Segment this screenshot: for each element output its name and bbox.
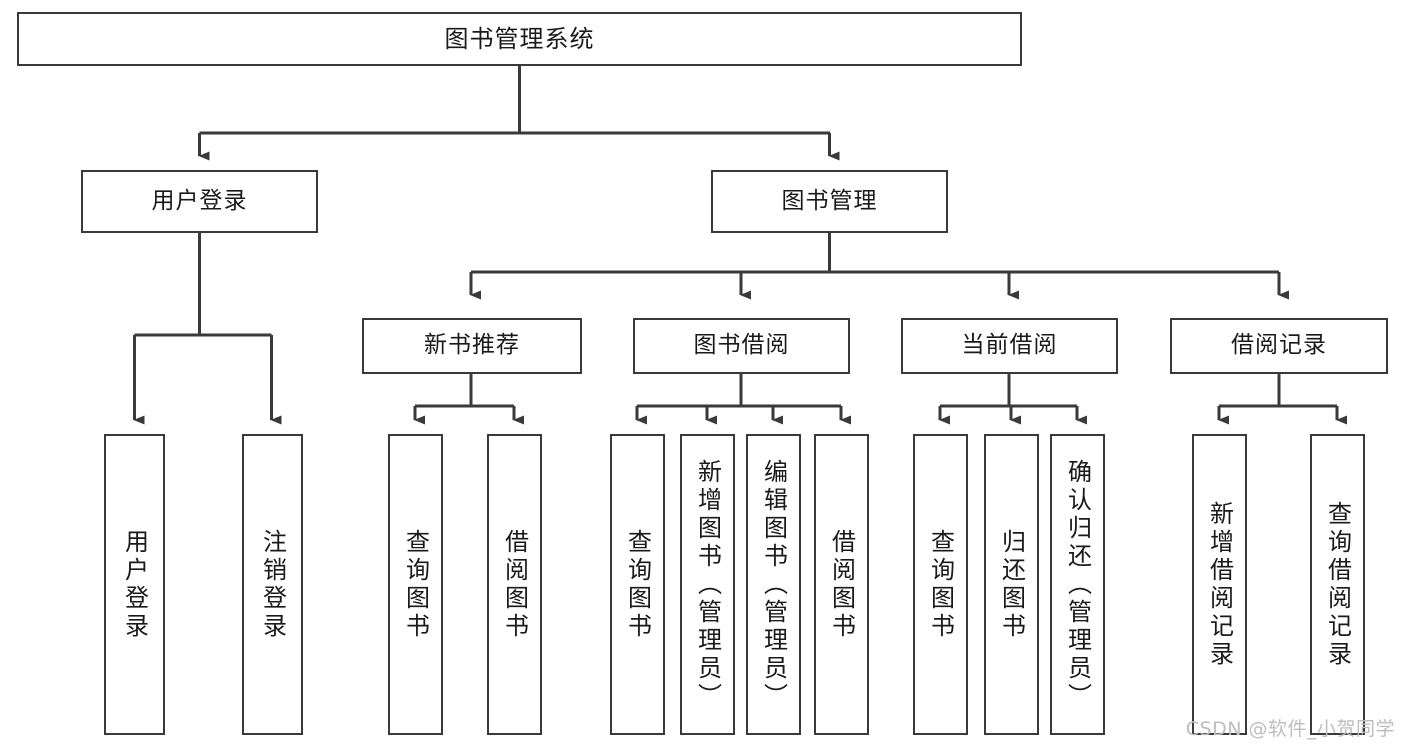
node-root-system[interactable]: 图书管理系统 — [17, 12, 1022, 66]
node-label: 查询图书 — [623, 528, 652, 641]
node-book-manage[interactable]: 图书管理 — [711, 170, 948, 233]
leaf-query-book-rec[interactable]: 查询图书 — [388, 434, 443, 735]
leaf-query-book-current[interactable]: 查询图书 — [913, 434, 968, 735]
node-label: 确认归还（管理员） — [1063, 458, 1092, 711]
node-label: 查询图书 — [926, 528, 955, 641]
node-label: 借阅图书 — [500, 528, 529, 641]
node-label: 新书推荐 — [424, 332, 520, 359]
leaf-add-borrow-record[interactable]: 新增借阅记录 — [1192, 434, 1247, 735]
leaf-add-book-admin[interactable]: 新增图书（管理员） — [680, 434, 735, 735]
leaf-logout[interactable]: 注销登录 — [242, 434, 303, 735]
node-label: 新增图书（管理员） — [693, 458, 722, 711]
leaf-user-login[interactable]: 用户登录 — [104, 434, 165, 735]
watermark-text: CSDN @软件_小贺同学 — [1185, 718, 1395, 740]
node-label: 用户登录 — [151, 187, 248, 214]
node-label: 归还图书 — [997, 528, 1026, 641]
leaf-edit-book-admin[interactable]: 编辑图书（管理员） — [746, 434, 801, 735]
node-label: 注销登录 — [258, 528, 287, 641]
leaf-borrow-book[interactable]: 借阅图书 — [814, 434, 869, 735]
leaf-borrow-book-rec[interactable]: 借阅图书 — [487, 434, 542, 735]
node-label: 当前借阅 — [961, 332, 1058, 359]
node-label: 借阅记录 — [1231, 332, 1327, 359]
leaf-query-book-borrow[interactable]: 查询图书 — [610, 434, 665, 735]
node-label: 借阅图书 — [827, 528, 856, 641]
node-book-borrow[interactable]: 图书借阅 — [633, 318, 850, 374]
node-label: 图书管理系统 — [444, 24, 595, 53]
node-label: 新增借阅记录 — [1205, 500, 1234, 669]
leaf-query-borrow-record[interactable]: 查询借阅记录 — [1310, 434, 1365, 735]
node-borrow-record[interactable]: 借阅记录 — [1170, 318, 1388, 374]
node-label: 查询图书 — [401, 528, 430, 641]
leaf-confirm-return-admin[interactable]: 确认归还（管理员） — [1050, 434, 1105, 735]
node-user-login[interactable]: 用户登录 — [81, 170, 318, 233]
node-label: 编辑图书（管理员） — [759, 458, 788, 711]
leaf-return-book[interactable]: 归还图书 — [984, 434, 1039, 735]
node-label: 查询借阅记录 — [1323, 500, 1352, 669]
node-label: 用户登录 — [120, 528, 149, 641]
node-label: 图书借阅 — [693, 332, 790, 359]
node-new-book-rec[interactable]: 新书推荐 — [362, 318, 582, 374]
node-current-borrow[interactable]: 当前借阅 — [901, 318, 1118, 374]
node-label: 图书管理 — [781, 187, 878, 214]
